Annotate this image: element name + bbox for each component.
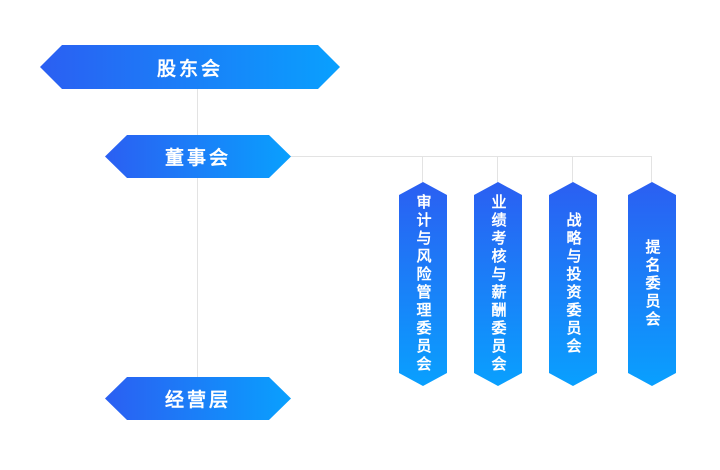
node-shareholders-label: 股东会 [156, 58, 223, 80]
node-management: 经营层 [105, 377, 291, 420]
connector-drop-committee-2 [497, 156, 498, 186]
connector-drop-committee-3 [572, 156, 573, 186]
connector-shareholders-board [197, 88, 198, 136]
connector-board-management [197, 177, 198, 378]
node-board-label: 董事会 [164, 148, 231, 169]
node-management-label: 经营层 [164, 390, 231, 411]
committee-nomination: 提名委员会 [628, 182, 676, 386]
committee-performance-compensation: 业绩考核与薪酬委员会 [474, 182, 522, 386]
connector-drop-committee-1 [422, 156, 423, 186]
node-shareholders: 股东会 [40, 45, 340, 89]
committee-label: 战略与投资委员会 [564, 212, 582, 356]
connector-drop-committee-4 [651, 156, 652, 186]
committee-label: 提名委员会 [643, 239, 661, 329]
connector-board-committees-horizontal [290, 156, 652, 157]
committee-label: 业绩考核与薪酬委员会 [489, 194, 507, 374]
committee-label: 审计与风险管理委员会 [414, 194, 432, 374]
node-board: 董事会 [105, 135, 291, 178]
committee-strategy-investment: 战略与投资委员会 [549, 182, 597, 386]
committee-audit-risk-management: 审计与风险管理委员会 [399, 182, 447, 386]
